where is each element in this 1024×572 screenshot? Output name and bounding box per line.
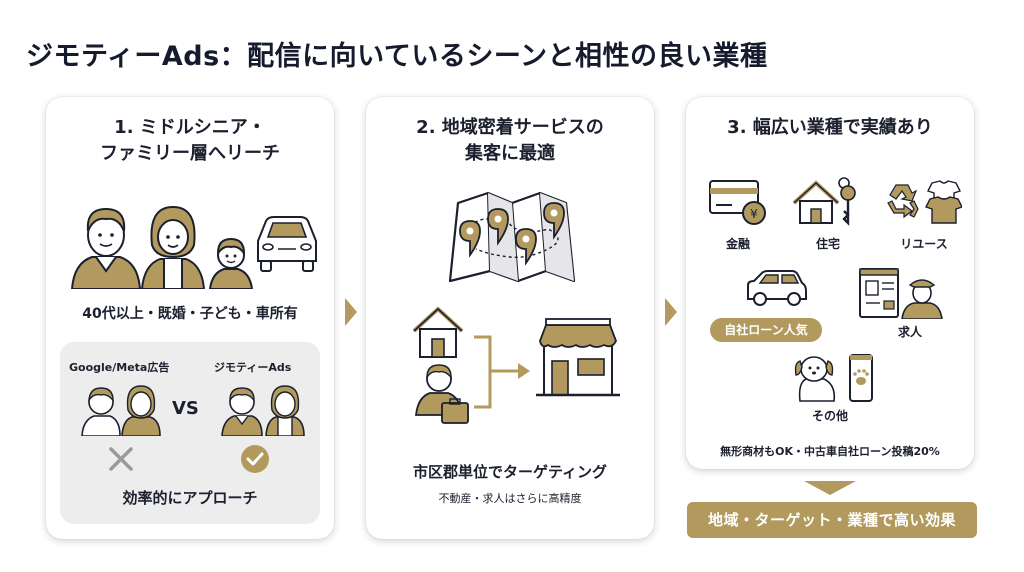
businessman-icon <box>414 364 469 424</box>
map-pins-icon <box>448 191 576 283</box>
card-industries: 3. 幅広い業種で実績あり ¥ 金融 住宅 リユース 自社ローン人気 <box>686 97 974 469</box>
efficient-approach-label: 効率的にアプローチ <box>122 489 258 507</box>
in-house-loan-badge: 自社ローン人気 <box>710 318 822 342</box>
child-icon <box>208 237 254 289</box>
result-banner: 地域・ターゲット・業種で高い効果 <box>687 502 977 538</box>
google-meta-label: Google/Meta広告 <box>69 361 170 374</box>
car-icon <box>747 270 807 306</box>
check-icon <box>241 445 269 473</box>
house-icon <box>412 307 464 358</box>
card-heading: 3. 幅広い業種で実績あり <box>686 115 974 141</box>
card-middle-senior-family: 1. ミドルシニア・ ファミリー層へリーチ <box>46 97 334 539</box>
industry-label-housing: 住宅 <box>815 237 840 251</box>
card-local-service: 2. 地域密着サービスの 集客に最適 <box>366 97 654 539</box>
industries-caption: 無形商材もOK・中古車自社ローン投稿20% <box>720 445 940 458</box>
industry-label-jobs: 求人 <box>897 325 922 339</box>
arrow-down-icon <box>804 481 856 495</box>
car-icon <box>257 216 317 272</box>
card-heading-line1: 1. ミドルシニア・ <box>114 117 266 138</box>
recycle-clothes-icon <box>887 180 962 224</box>
page-title: ジモティーAds：配信に向いているシーンと相性の良い業種 <box>26 41 768 72</box>
card-heading: 2. 地域密着サービスの 集客に最適 <box>366 115 654 167</box>
card-heading-line1: 3. 幅広い業種で実績あり <box>727 117 933 138</box>
industry-label-finance: 金融 <box>725 237 750 251</box>
arrow-right-icon <box>345 298 357 326</box>
senior-man-icon <box>70 207 142 289</box>
storefront-icon <box>536 318 620 397</box>
senior-couple-icon <box>221 385 305 436</box>
dog-phone-icon <box>794 354 873 402</box>
targeting-subcaption: 不動産・求人はさらに高精度 <box>438 492 582 505</box>
young-couple-icon <box>81 385 161 436</box>
credit-card-yen-icon: ¥ <box>709 180 766 225</box>
industry-label-other: その他 <box>811 409 848 423</box>
targeting-caption: 市区郡単位でターゲティング <box>412 463 608 481</box>
house-key-icon <box>792 177 856 226</box>
cross-icon <box>109 447 133 471</box>
senior-woman-icon <box>140 205 206 289</box>
resume-worker-icon <box>859 268 943 319</box>
card-heading-line2: ファミリー層へリーチ <box>100 143 280 164</box>
vs-label: VS <box>172 398 199 419</box>
arrow-right-icon <box>665 298 677 326</box>
target-caption: 40代以上・既婚・子ども・車所有 <box>82 306 298 322</box>
svg-text:¥: ¥ <box>750 207 758 221</box>
family-car-icon <box>70 205 317 289</box>
card-heading: 1. ミドルシニア・ ファミリー層へリーチ <box>46 115 334 167</box>
comparison-panel: Google/Meta広告 ジモティーAds VS 効 <box>60 342 320 524</box>
jmty-ads-label: ジモティーAds <box>214 361 292 374</box>
local-targeting-icon <box>412 307 620 424</box>
industry-label-reuse: リユース <box>900 237 948 251</box>
card-heading-line1: 2. 地域密着サービスの <box>416 117 604 138</box>
card-heading-line2: 集客に最適 <box>465 143 555 164</box>
